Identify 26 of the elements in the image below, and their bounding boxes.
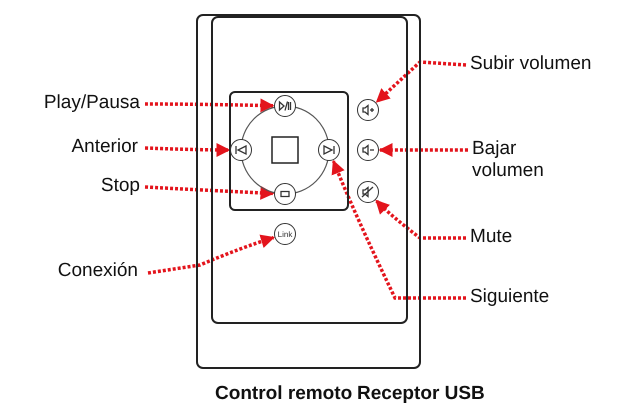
next-button: [318, 139, 340, 161]
leader-arrow: [145, 98, 274, 112]
leader-arrow: [332, 160, 466, 300]
callout-label: Subir volumen: [470, 53, 635, 75]
callout-label: Stop: [40, 175, 140, 197]
caption-text: Control remoto: [215, 383, 352, 405]
leader-arrow: [144, 185, 274, 200]
leader-arrow: [378, 143, 468, 157]
callout-label: Mute: [470, 226, 550, 248]
volume-up-button: [357, 99, 379, 121]
callout-label: Bajar volumen: [472, 138, 582, 182]
stop-button: [274, 183, 296, 205]
callout-label: Siguiente: [470, 286, 580, 308]
callout-label: Conexión: [10, 260, 138, 282]
callout-label: Play/Pausa: [8, 92, 140, 114]
leader-arrow: [375, 199, 466, 240]
play-pause-button: [274, 95, 296, 117]
leader-arrow: [376, 60, 466, 104]
caption-text: Receptor USB: [357, 383, 485, 405]
link-button: Link: [274, 223, 296, 245]
mute-button: [357, 181, 379, 203]
leader-arrow: [144, 142, 230, 157]
leader-arrow: [148, 234, 275, 275]
callout-label: Anterior: [20, 136, 138, 158]
volume-down-button: [357, 139, 379, 161]
previous-button: [230, 139, 252, 161]
